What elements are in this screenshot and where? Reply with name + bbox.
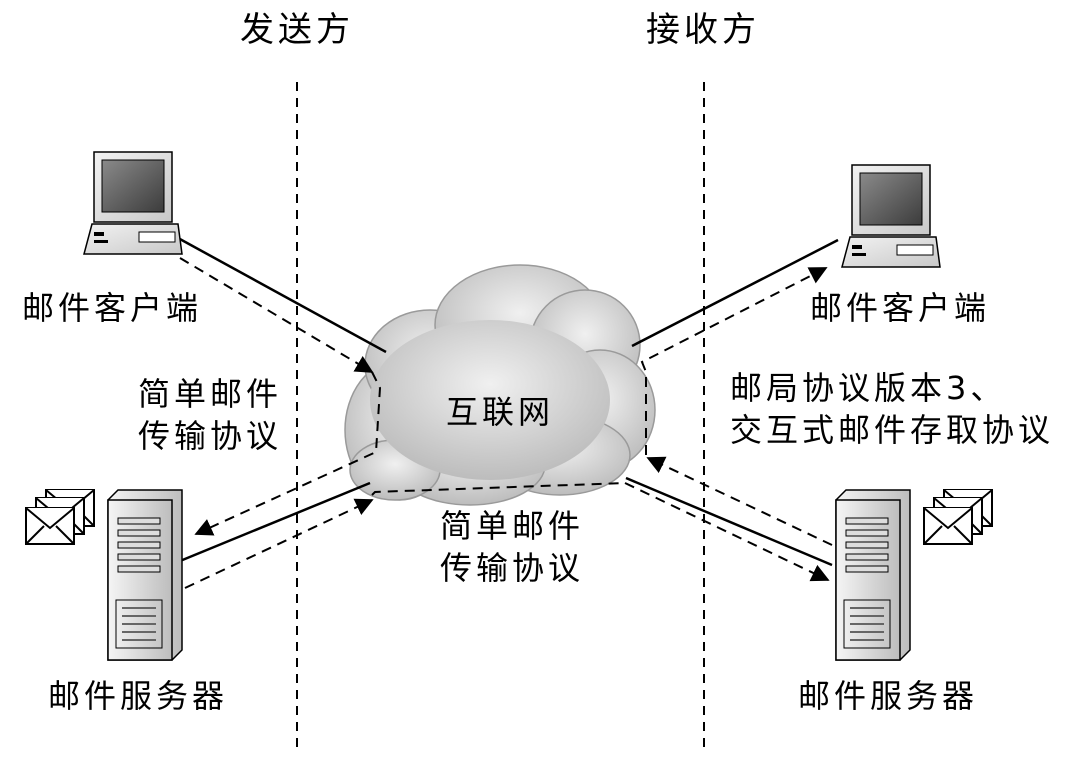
arrow-client-to-internet	[177, 236, 387, 354]
internet-label: 互联网	[446, 393, 555, 431]
sender-client-label: 邮件客户端	[22, 289, 203, 327]
sender-server-tower-icon	[107, 489, 183, 661]
sender-header: 发送方	[240, 10, 354, 50]
arrow-to-receiver-server-dashed	[624, 482, 830, 582]
pop-imap-line2: 交互式邮件存取协议	[730, 411, 1055, 449]
smtp-left-line1: 简单邮件	[138, 375, 283, 413]
sender-server-label: 邮件服务器	[48, 677, 229, 715]
smtp-mid-line2: 传输协议	[440, 549, 585, 587]
arrow-sender-server-to-internet	[179, 481, 371, 563]
sender-mail-envelopes-icon	[25, 489, 95, 545]
arrow-sender-server-smtp-dashed	[184, 498, 374, 589]
sender-client-computer-icon	[83, 151, 183, 255]
internet-cloud-icon	[344, 264, 656, 506]
arrow-internet-to-receiver-client	[631, 238, 839, 348]
receiver-mail-envelopes-icon	[923, 489, 993, 545]
pop-imap-line1: 邮局协议版本3、	[730, 369, 1007, 407]
smtp-mid-line1: 简单邮件	[440, 507, 585, 545]
arrow-client-smtp-dashed	[179, 257, 374, 373]
receiver-client-computer-icon	[841, 164, 941, 268]
smtp-left-line2: 传输协议	[138, 417, 283, 455]
receiver-server-tower-icon	[835, 489, 911, 661]
arrow-receiver-server-to-cloud-dashed	[646, 456, 833, 546]
receiver-client-label: 邮件客户端	[810, 289, 991, 327]
arrow-cloud-to-sender-server-dashed	[194, 371, 382, 536]
arrow-cloud-to-receiver-client-dashed	[640, 267, 828, 455]
receiver-server-label: 邮件服务器	[798, 677, 979, 715]
arrow-cloud-smtp-path	[371, 482, 626, 496]
receiver-header: 接收方	[646, 10, 760, 50]
arrow-internet-to-receiver-server	[625, 476, 833, 567]
